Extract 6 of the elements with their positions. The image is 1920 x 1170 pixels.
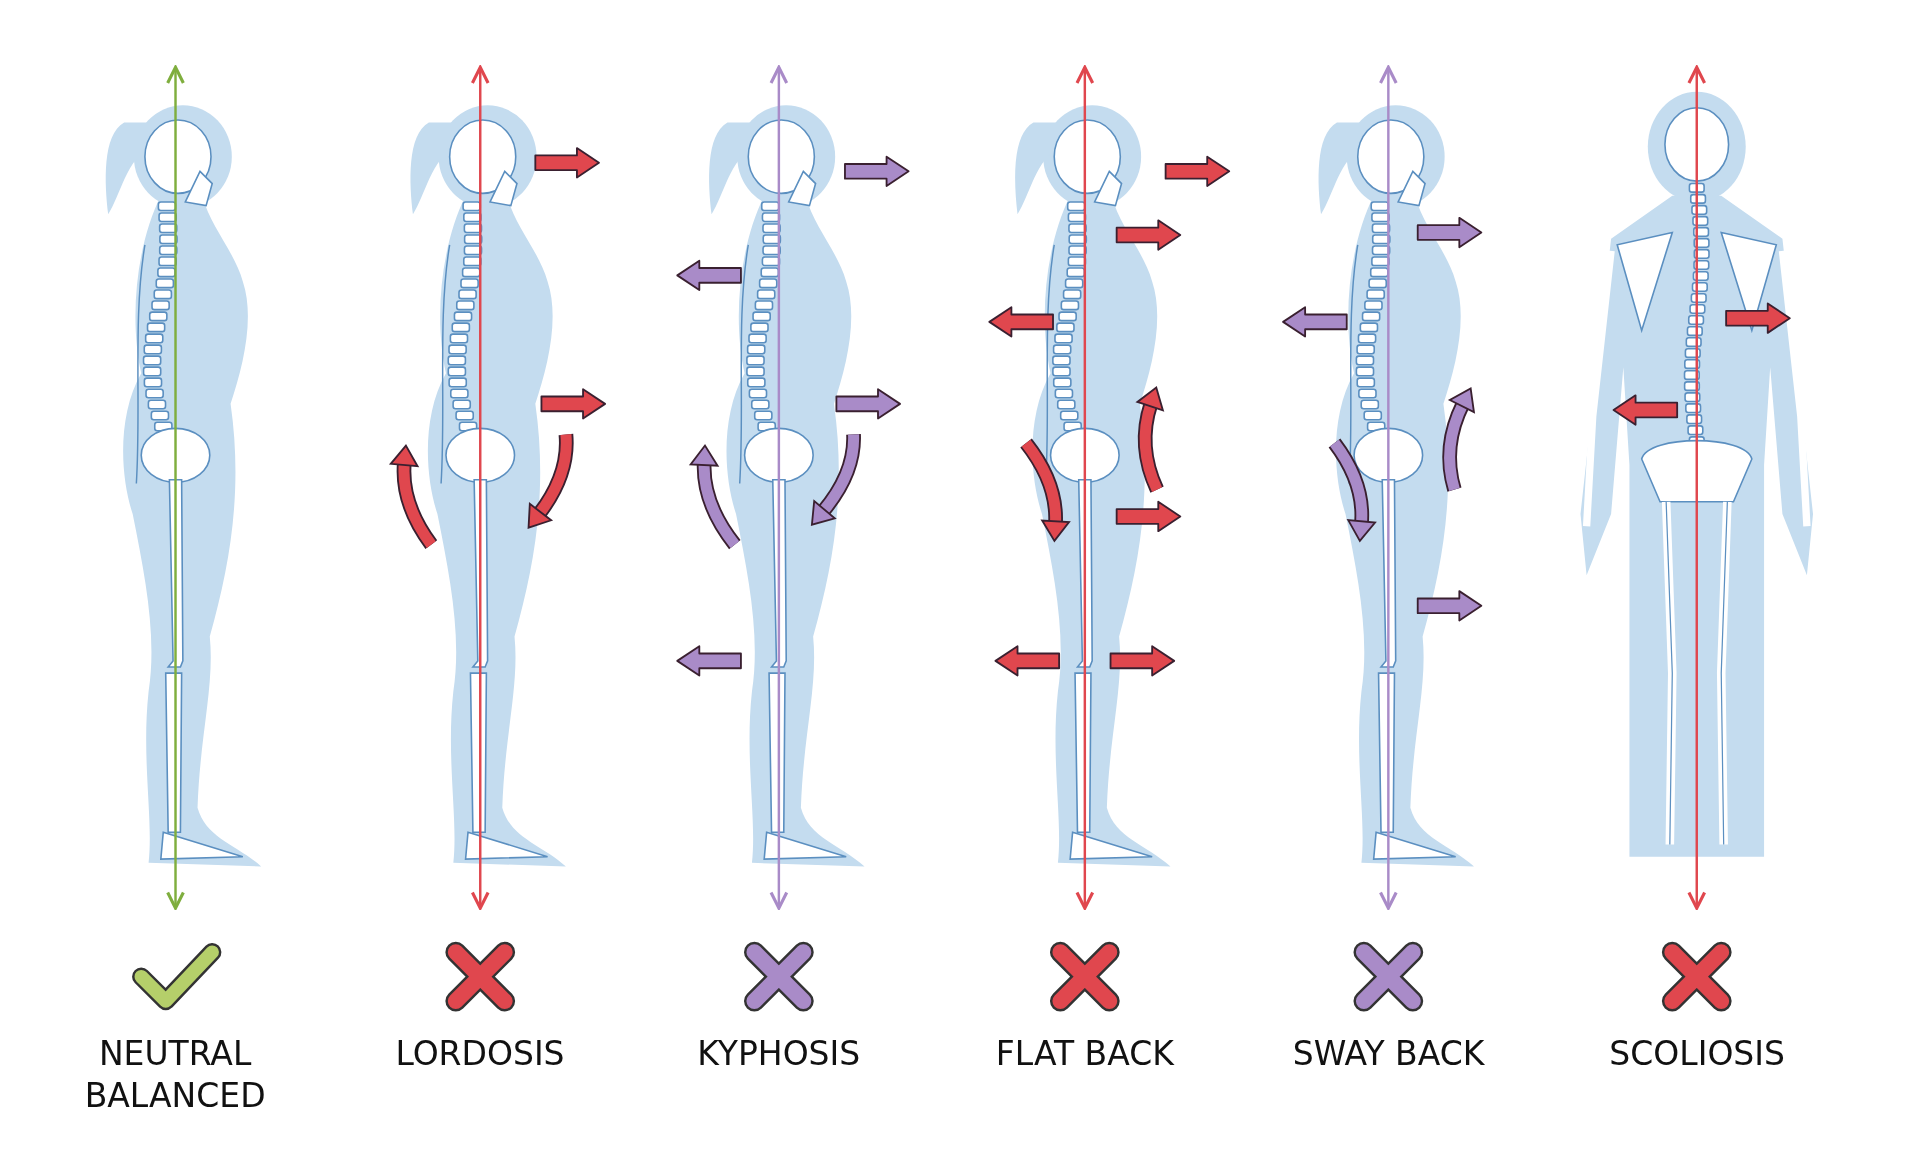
posture-label: FLAT BACK [994, 1033, 1176, 1075]
posture-label: SCOLIOSIS [1608, 1033, 1786, 1075]
posture-label: NEUTRAL BALANCED [83, 1033, 267, 1117]
posture-label: KYPHOSIS [696, 1033, 862, 1075]
posture-label: LORDOSIS [394, 1033, 566, 1075]
posture-label: SWAY BACK [1291, 1033, 1486, 1075]
